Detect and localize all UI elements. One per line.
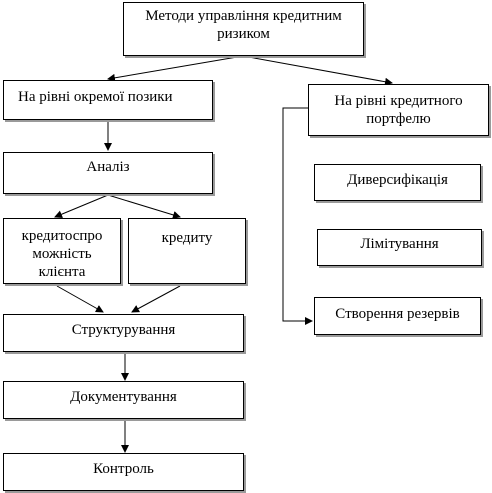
portfolio-level-node: На рівні кредитного портфелю — [308, 84, 489, 136]
edge-credit-to-structuring — [131, 285, 181, 313]
credit-node: кредиту — [128, 218, 246, 284]
edge-portfolio-to-reserves — [282, 107, 313, 325]
diversification-label: Диверсифікація — [347, 172, 448, 188]
creditworthiness-line-2: можність — [32, 246, 92, 262]
analysis-node: Аналіз — [3, 152, 213, 194]
creditworthiness-line-3: клієнта — [38, 264, 86, 280]
root-node: Методи управління кредитним ризиком — [123, 2, 364, 56]
loan-level-node: На рівні окремої позики — [3, 80, 213, 120]
reserves-label: Створення резервів — [335, 306, 460, 322]
creditworthiness-node: кредитоспро можність клієнта — [3, 218, 121, 284]
edge-root-to-portfolio-level — [242, 55, 393, 86]
edge-creditworthiness-to-structuring — [56, 285, 104, 313]
credit-label: кредиту — [161, 230, 213, 246]
edge-analysis-to-creditworthiness — [54, 194, 109, 219]
loan-level-label: На рівні окремої позики — [18, 89, 173, 105]
creditworthiness-line-1: кредитоспро — [21, 228, 103, 244]
portfolio-level-line-1: На рівні кредитного — [334, 93, 463, 109]
structuring-label: Структурування — [71, 322, 176, 338]
diversification-node: Диверсифікація — [314, 164, 481, 201]
reserves-node: Створення резервів — [314, 297, 481, 335]
limiting-label: Лімітування — [360, 236, 439, 252]
limiting-node: Лімітування — [317, 229, 482, 266]
documenting-label: Документування — [70, 389, 177, 405]
root-node-line-1: Методи управління кредитним — [145, 8, 342, 24]
structuring-node: Структурування — [3, 314, 244, 352]
root-node-line-2: ризиком — [217, 26, 270, 42]
portfolio-level-line-2: портфелю — [366, 111, 431, 127]
edge-root-to-loan-level — [107, 55, 244, 82]
documenting-node: Документування — [3, 381, 244, 419]
control-node: Контроль — [3, 453, 244, 491]
control-label: Контроль — [93, 461, 154, 477]
edge-analysis-to-credit — [107, 194, 181, 219]
analysis-label: Аналіз — [86, 159, 130, 175]
